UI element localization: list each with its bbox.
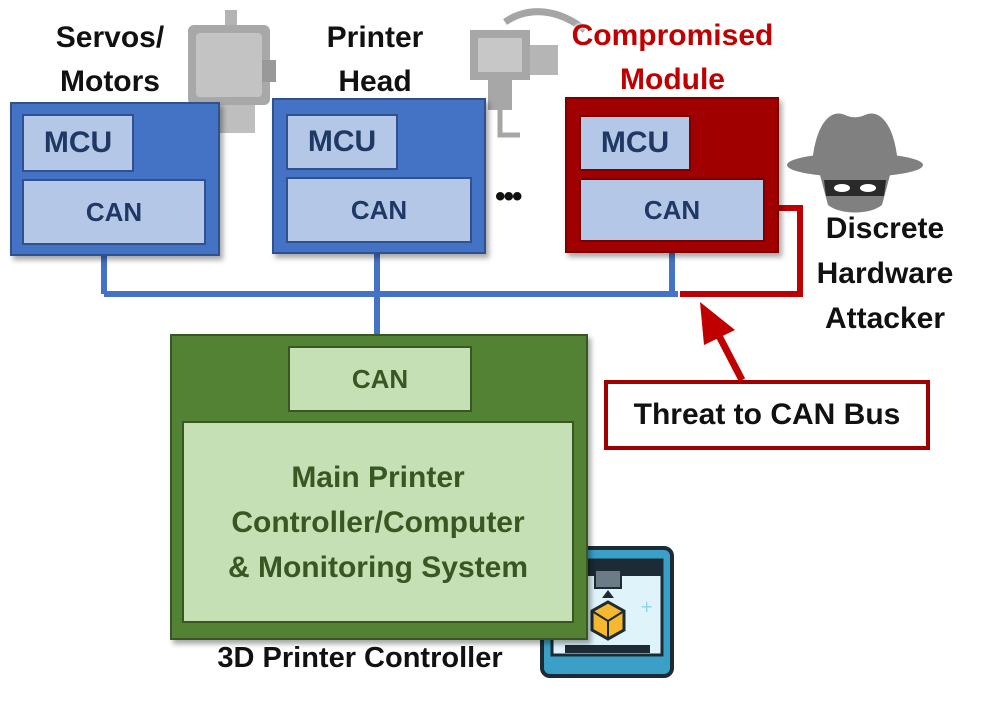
module-compromised: MCU CAN: [565, 97, 779, 253]
attacker-connection: [680, 205, 803, 297]
printer-head-icon: [470, 8, 588, 138]
controller-can-box: CAN: [288, 346, 472, 412]
can-box: CAN: [22, 179, 206, 245]
spy-icon: [787, 113, 923, 213]
main-printer-controller: CAN Main Printer Controller/Computer & M…: [170, 334, 588, 640]
module-servos-motors: MCU CAN: [10, 102, 220, 256]
can-bus: [101, 250, 678, 336]
label-3d-printer-controller: 3D Printer Controller: [217, 642, 503, 674]
3d-printer-icon: +: [540, 546, 674, 678]
main-controller-box: Main Printer Controller/Computer & Monit…: [182, 421, 574, 623]
mcu-box: MCU: [22, 114, 134, 172]
threat-to-can-bus-box: Threat to CAN Bus: [604, 380, 930, 450]
mcu-box: MCU: [579, 115, 691, 171]
threat-arrow: [700, 302, 746, 382]
can-box: CAN: [579, 178, 765, 242]
label-servos-motors: Servos/Motors: [55, 21, 165, 98]
more-modules-ellipsis: •••: [495, 180, 522, 213]
motor-icon: [188, 10, 276, 133]
mcu-box: MCU: [286, 114, 398, 170]
can-box: CAN: [286, 177, 472, 243]
svg-text:+: +: [640, 597, 653, 616]
module-printer-head: MCU CAN: [272, 98, 486, 254]
